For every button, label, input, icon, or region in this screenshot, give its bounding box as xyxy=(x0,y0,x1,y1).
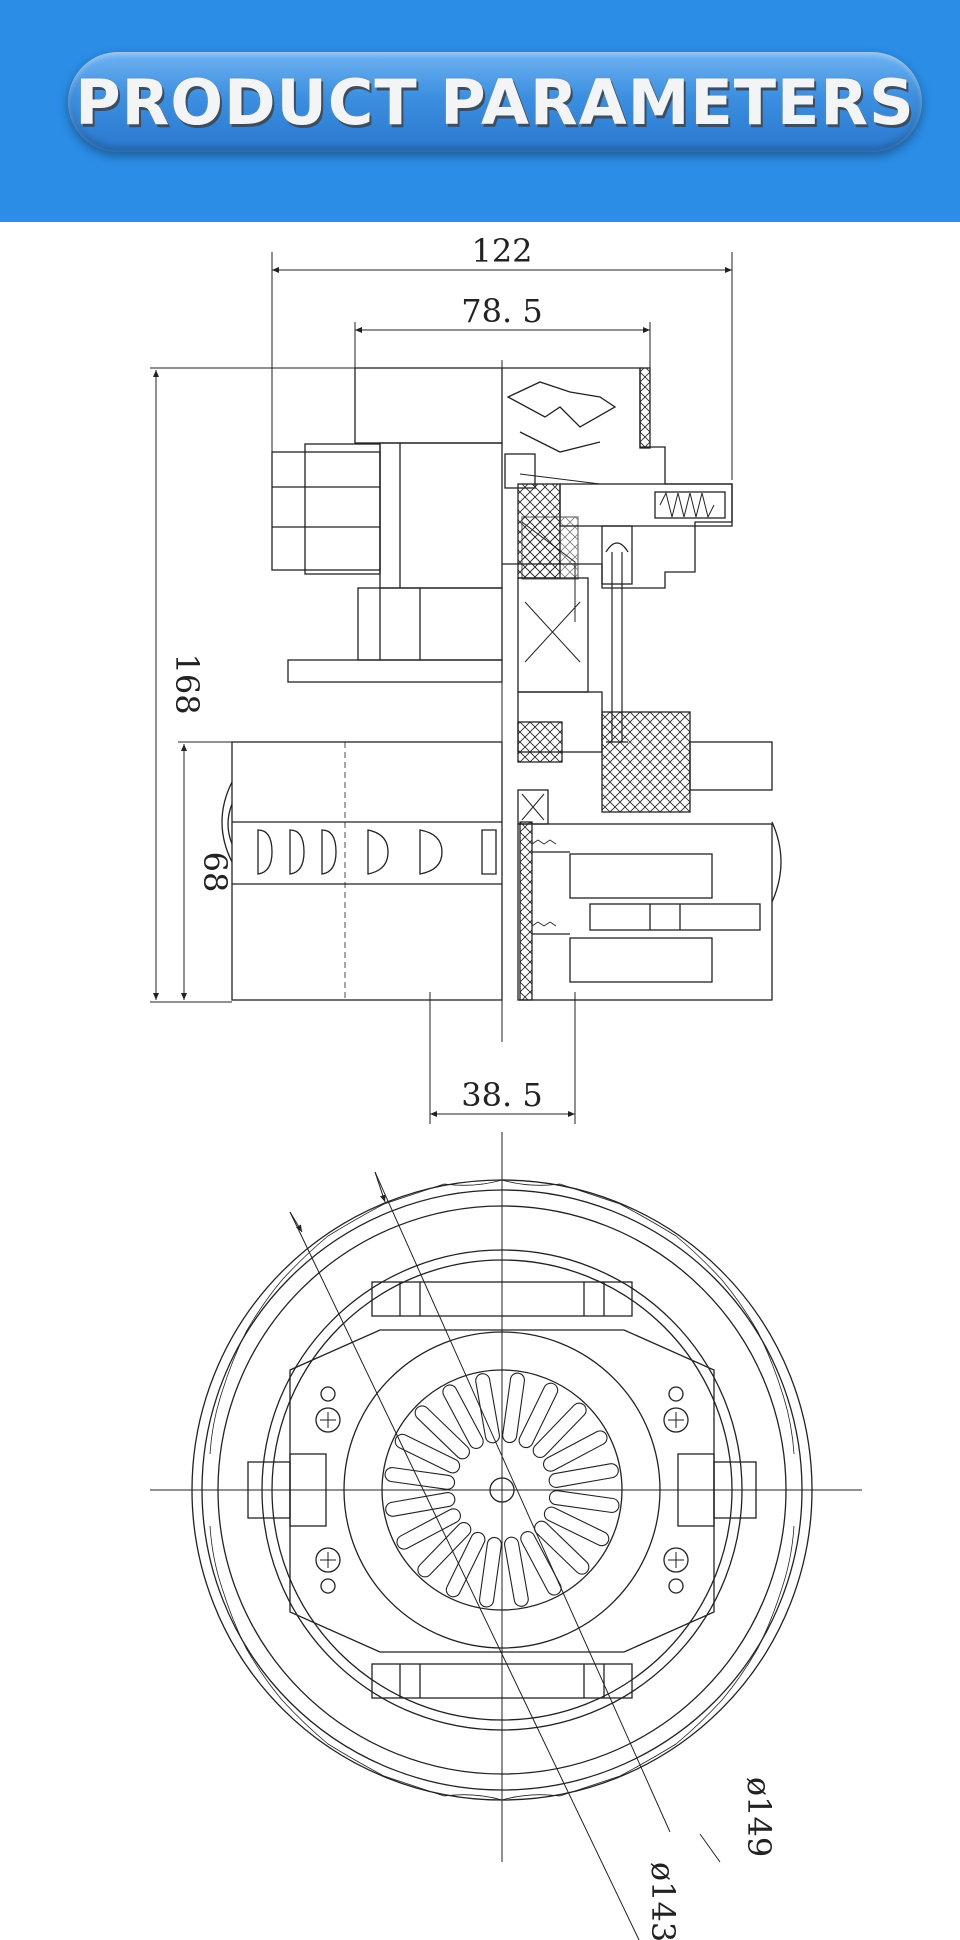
dim-diameter-149: ø149 xyxy=(740,1777,778,1857)
impeller-slot xyxy=(534,1520,590,1575)
dim-122: 122 xyxy=(471,232,532,270)
impeller-slot xyxy=(442,1384,484,1449)
side-view xyxy=(150,252,782,1124)
impeller-slot xyxy=(543,1430,608,1472)
front-view xyxy=(150,1132,862,1940)
dim-68: 68 xyxy=(196,852,234,893)
impeller-slot xyxy=(548,1490,620,1513)
impeller-slot xyxy=(414,1405,470,1460)
page-title: PRODUCT PARAMETERS xyxy=(75,65,915,139)
impeller-slot xyxy=(548,1463,619,1488)
title-banner: PRODUCT PARAMETERS xyxy=(68,52,922,152)
motor-technical-drawing: 122 78. 5 168 68 38. 5 ø143 ø149 xyxy=(150,232,862,1940)
impeller-slot xyxy=(520,1531,562,1596)
impeller-slots xyxy=(384,1372,620,1608)
impeller-slot xyxy=(543,1506,610,1547)
impeller-slot xyxy=(394,1433,461,1474)
dim-38-5: 38. 5 xyxy=(461,1076,542,1114)
impeller-slot xyxy=(479,1536,502,1608)
impeller-slot xyxy=(417,1522,472,1578)
impeller-slot xyxy=(518,1382,559,1449)
impeller-slot xyxy=(502,1372,525,1444)
impeller-slot xyxy=(396,1508,461,1550)
dim-diameter-143: ø143 xyxy=(644,1862,682,1940)
impeller-slot xyxy=(445,1531,486,1598)
impeller-slot xyxy=(532,1402,587,1458)
impeller-slot xyxy=(385,1492,456,1517)
impeller-slot xyxy=(475,1373,500,1444)
impeller-slot xyxy=(504,1536,529,1607)
dim-168: 168 xyxy=(168,653,206,714)
impeller-slot xyxy=(384,1467,456,1490)
dim-78-5: 78. 5 xyxy=(461,292,542,330)
header-band: PRODUCT PARAMETERS xyxy=(0,0,960,222)
